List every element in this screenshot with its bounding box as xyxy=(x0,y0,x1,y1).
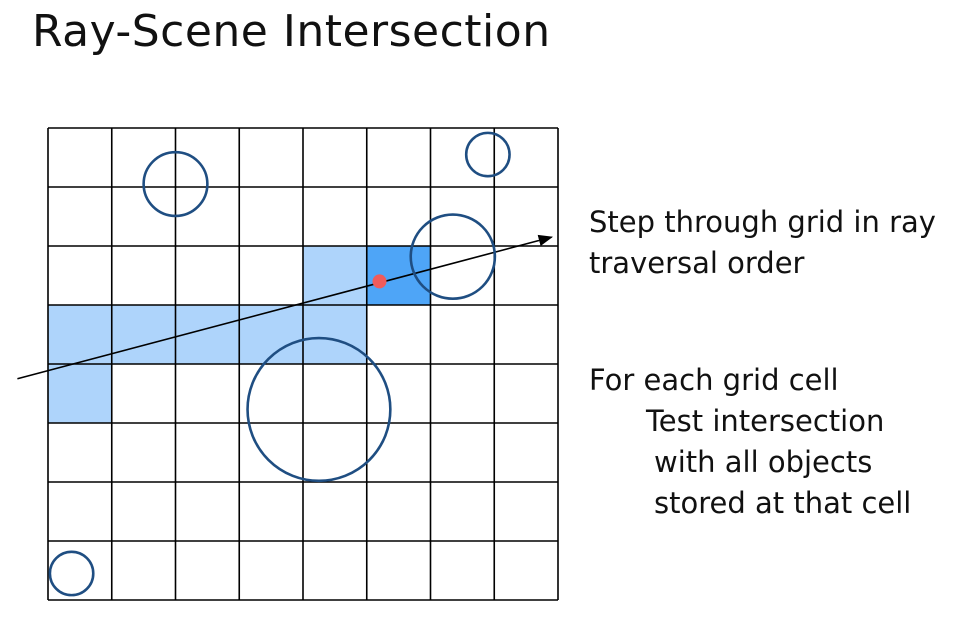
scene-object-circle xyxy=(409,213,497,300)
traversed-cell xyxy=(111,305,176,364)
step-note-line-1: Step through grid in ray xyxy=(589,205,936,239)
traversed-cell xyxy=(48,364,112,423)
each-cell-note: For each grid cell Test intersection wit… xyxy=(589,360,911,524)
scene-object-circle xyxy=(48,550,95,597)
step-note-line-2: traversal order xyxy=(589,246,805,280)
ray-arrow xyxy=(17,234,554,380)
step-note: Step through grid in ray traversal order xyxy=(589,202,936,284)
scene-object-circle xyxy=(142,150,209,218)
traversed-cell xyxy=(239,305,303,364)
each-cell-note-line-2: Test intersection xyxy=(646,404,885,438)
scene-object-circle xyxy=(464,131,511,178)
traversed-cell xyxy=(48,305,112,364)
page-title: Ray-Scene Intersection xyxy=(32,6,551,57)
scene-object-circle xyxy=(246,336,392,483)
each-cell-note-line-3: with all objects xyxy=(654,445,873,479)
intersection-point xyxy=(372,274,387,289)
each-cell-note-line-4: stored at that cell xyxy=(654,486,912,520)
traversed-cell xyxy=(303,246,367,305)
traversed-cell xyxy=(303,305,367,364)
each-cell-note-line-1: For each grid cell xyxy=(589,363,839,397)
